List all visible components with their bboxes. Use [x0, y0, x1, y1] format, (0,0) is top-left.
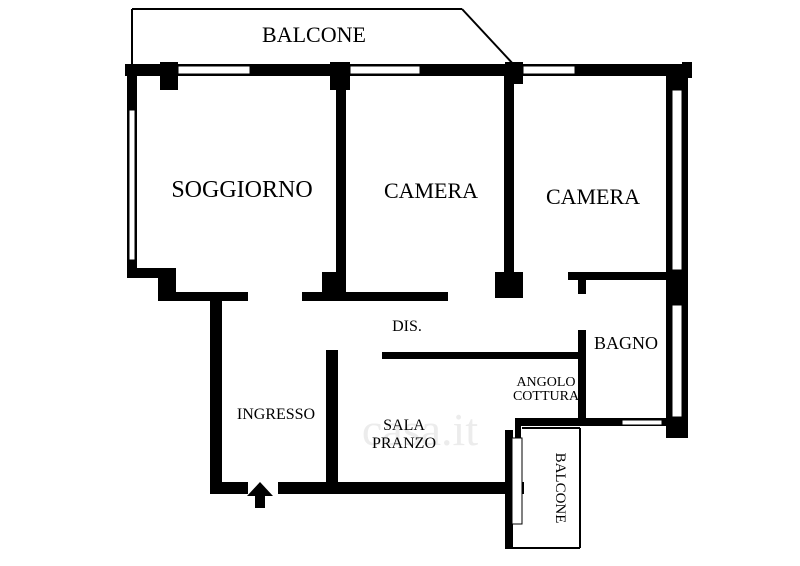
- camera-1-label: CAMERA: [384, 178, 478, 203]
- bagno-label: BAGNO: [594, 333, 658, 353]
- balcone-top-label: BALCONE: [262, 22, 366, 47]
- left-wall: [127, 76, 248, 301]
- watermark: casa.it: [362, 404, 478, 455]
- camera-2-label: CAMERA: [546, 184, 640, 209]
- cottura-label: COTTURA: [513, 389, 580, 404]
- bagno-bottom-wall: [515, 418, 687, 446]
- ingresso-label: INGRESSO: [237, 406, 315, 423]
- ingresso-walls: [210, 298, 524, 494]
- corridor-walls: [382, 330, 586, 420]
- partition-walls: [302, 76, 668, 301]
- soggiorno-label: SOGGIORNO: [171, 177, 312, 203]
- balcone-side-label: BALCONE: [552, 453, 568, 524]
- pranzo-label: PRANZO: [372, 435, 436, 452]
- top-balcony-outline: [131, 8, 516, 67]
- sala-label: SALA: [383, 417, 425, 434]
- dis-label: DIS.: [392, 318, 422, 335]
- angolo-label: ANGOLO: [516, 375, 575, 390]
- right-wall: [666, 72, 688, 438]
- top-wall: [125, 62, 692, 90]
- side-balcony: [505, 427, 581, 549]
- entrance-arrow-icon: [247, 482, 273, 508]
